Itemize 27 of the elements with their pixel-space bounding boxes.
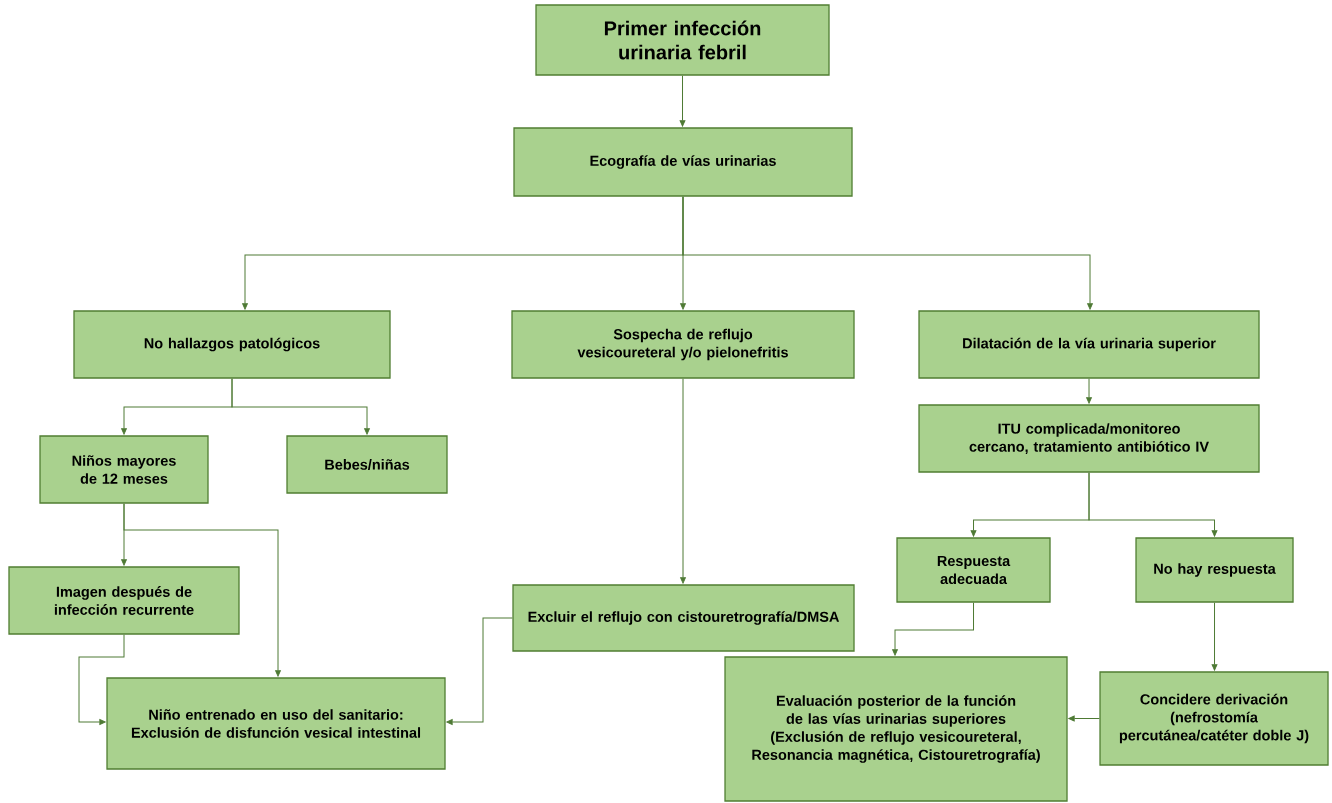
arrow bbox=[1068, 715, 1100, 722]
arrow bbox=[123, 503, 281, 677]
process-box: Bebes/niñas bbox=[286, 435, 448, 494]
process-box: Niños mayores de 12 meses bbox=[39, 435, 209, 504]
arrow bbox=[682, 196, 1093, 310]
arrow bbox=[78, 634, 125, 725]
process-box: Primer infección urinaria febril bbox=[535, 4, 830, 76]
arrow bbox=[446, 617, 513, 725]
process-box: Excluir el reflujo con cistouretrografía/DMSA bbox=[512, 584, 855, 652]
arrow bbox=[680, 378, 686, 584]
process-box: Niño entrenado en uso del sanitario: Exclusión de disfunción vesical intestinal bbox=[106, 677, 446, 770]
process-box: ITU complicada/monitoreo cercano, tratamiento antibiótico IV bbox=[918, 404, 1260, 473]
process-box: Sospecha de reflujo vesicoureteral y/o pielonefritis bbox=[511, 310, 855, 379]
process-box: Imagen después de infección recurrente bbox=[8, 566, 240, 635]
process-box: Ecografía de vías urinarias bbox=[513, 127, 853, 197]
arrow bbox=[892, 602, 974, 656]
process-box: No hay respuesta bbox=[1135, 537, 1294, 603]
process-box: Respuesta adecuada bbox=[896, 537, 1051, 603]
process-box: Concidere derivación (nefrostomía percutánea/catéter doble J) bbox=[1099, 671, 1329, 766]
process-box: No hallazgos patológicos bbox=[73, 310, 391, 379]
arrow bbox=[1088, 472, 1218, 537]
arrow bbox=[231, 378, 370, 435]
process-box: Dilatación de la vía urinaria superior bbox=[918, 310, 1260, 379]
arrow bbox=[1086, 378, 1092, 404]
arrow bbox=[1211, 602, 1218, 671]
process-box: Evaluación posterior de la función de las vías urinarias superiores (Exclusión de reflujo vesicoureteral, Resonancia magnética, Cistouretrografía) bbox=[724, 656, 1068, 802]
arrow bbox=[679, 75, 686, 127]
